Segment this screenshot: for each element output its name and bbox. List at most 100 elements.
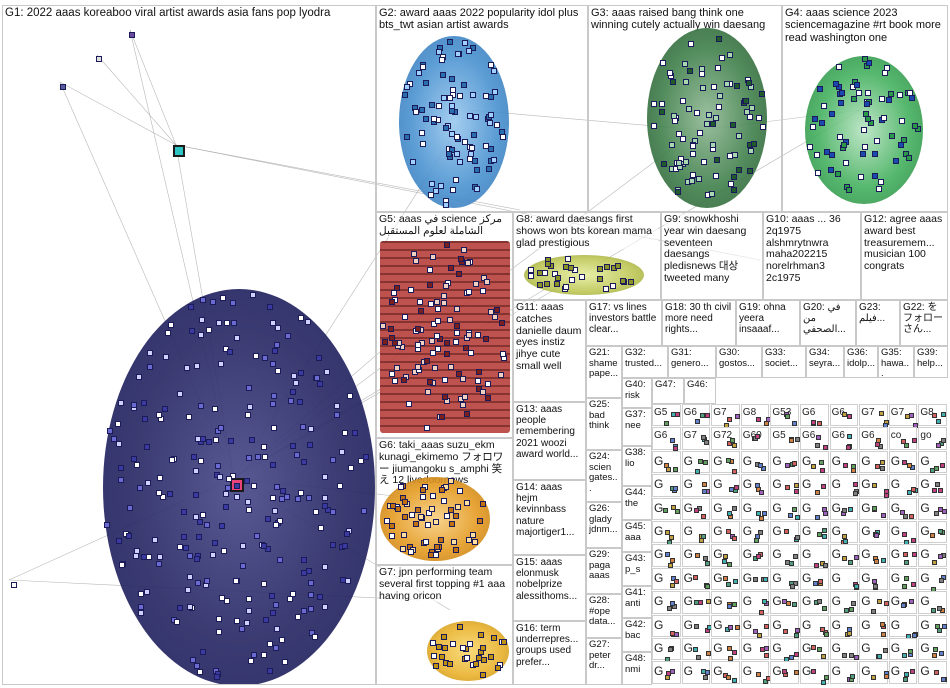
graph-node[interactable] xyxy=(322,564,328,570)
graph-node[interactable] xyxy=(138,591,144,597)
graph-node[interactable] xyxy=(398,484,404,490)
graph-node[interactable] xyxy=(751,141,757,147)
graph-node[interactable] xyxy=(415,342,421,348)
graph-node[interactable] xyxy=(271,393,277,399)
graph-node[interactable] xyxy=(213,437,219,443)
graph-node[interactable] xyxy=(706,112,712,118)
graph-node[interactable] xyxy=(794,670,799,675)
graph-node[interactable] xyxy=(391,290,397,296)
graph-node[interactable] xyxy=(402,499,408,505)
graph-node[interactable] xyxy=(471,132,477,138)
graph-node[interactable] xyxy=(858,174,864,180)
graph-node[interactable] xyxy=(454,306,460,312)
graph-node[interactable] xyxy=(330,542,336,548)
graph-node[interactable] xyxy=(910,669,915,674)
graph-node[interactable] xyxy=(187,553,193,559)
graph-node[interactable] xyxy=(833,81,839,87)
graph-node[interactable] xyxy=(453,339,459,345)
graph-node[interactable] xyxy=(795,437,800,442)
graph-node[interactable] xyxy=(785,414,790,419)
graph-node[interactable] xyxy=(411,251,417,257)
graph-node[interactable] xyxy=(814,152,820,158)
graph-node[interactable] xyxy=(488,146,494,152)
graph-node[interactable] xyxy=(444,351,450,357)
graph-node[interactable] xyxy=(457,488,463,494)
graph-node[interactable] xyxy=(313,509,319,515)
graph-node[interactable] xyxy=(884,65,890,71)
graph-node[interactable] xyxy=(439,654,445,660)
graph-node[interactable] xyxy=(439,414,445,420)
graph-node[interactable] xyxy=(792,602,797,607)
graph-node[interactable] xyxy=(932,488,937,493)
graph-node[interactable] xyxy=(807,144,813,150)
graph-node[interactable] xyxy=(212,406,218,412)
graph-node[interactable] xyxy=(819,460,824,465)
graph-node[interactable] xyxy=(475,378,481,384)
graph-node[interactable] xyxy=(290,443,296,449)
graph-node[interactable] xyxy=(874,533,879,538)
graph-node[interactable] xyxy=(246,455,252,461)
graph-node[interactable] xyxy=(478,632,484,638)
graph-node[interactable] xyxy=(138,604,144,610)
graph-node[interactable] xyxy=(297,399,303,405)
graph-node[interactable] xyxy=(732,443,737,448)
graph-node[interactable] xyxy=(495,665,501,671)
graph-node[interactable] xyxy=(322,604,328,610)
graph-node[interactable] xyxy=(901,603,906,608)
graph-node[interactable] xyxy=(871,675,876,680)
graph-node[interactable] xyxy=(181,509,187,515)
graph-node[interactable] xyxy=(474,167,480,173)
graph-node[interactable] xyxy=(279,637,285,643)
graph-node[interactable] xyxy=(669,142,675,148)
graph-node[interactable] xyxy=(458,256,464,262)
graph-node[interactable] xyxy=(743,98,749,104)
graph-node[interactable] xyxy=(174,619,180,625)
graph-node[interactable] xyxy=(301,459,307,465)
graph-node[interactable] xyxy=(865,116,871,122)
graph-node[interactable] xyxy=(875,442,880,447)
graph-node[interactable] xyxy=(881,632,886,637)
graph-node[interactable] xyxy=(420,494,426,500)
graph-node[interactable] xyxy=(272,348,278,354)
graph-node[interactable] xyxy=(118,400,124,406)
graph-node[interactable] xyxy=(829,111,835,117)
graph-node[interactable] xyxy=(785,463,790,468)
graph-node[interactable] xyxy=(942,509,947,514)
graph-node[interactable] xyxy=(165,330,171,336)
graph-node[interactable] xyxy=(933,647,938,652)
graph-node[interactable] xyxy=(542,270,548,276)
graph-node[interactable] xyxy=(467,641,473,647)
graph-node[interactable] xyxy=(911,582,916,587)
graph-node[interactable] xyxy=(911,538,916,543)
graph-node[interactable] xyxy=(746,80,752,86)
graph-node[interactable] xyxy=(218,425,224,431)
graph-node[interactable] xyxy=(794,483,799,488)
graph-node[interactable] xyxy=(651,123,657,129)
graph-node[interactable] xyxy=(308,580,314,586)
graph-node[interactable] xyxy=(231,320,237,326)
graph-node[interactable] xyxy=(499,129,505,135)
graph-node[interactable] xyxy=(162,406,168,412)
graph-node[interactable] xyxy=(579,274,585,280)
graph-node[interactable] xyxy=(230,300,236,306)
graph-node[interactable] xyxy=(224,598,230,604)
graph-node[interactable] xyxy=(280,488,286,494)
graph-node[interactable] xyxy=(724,81,730,87)
graph-node[interactable] xyxy=(848,560,853,565)
graph-node[interactable] xyxy=(273,522,279,528)
graph-node[interactable] xyxy=(446,151,452,157)
graph-node[interactable] xyxy=(726,529,731,534)
graph-node[interactable] xyxy=(904,560,909,565)
graph-node[interactable] xyxy=(936,419,941,424)
graph-node[interactable] xyxy=(936,443,941,448)
graph-node[interactable] xyxy=(206,327,212,333)
graph-node[interactable] xyxy=(849,653,854,658)
graph-node[interactable] xyxy=(615,263,621,269)
graph-node[interactable] xyxy=(443,283,449,289)
graph-node[interactable] xyxy=(147,364,153,370)
graph-node[interactable] xyxy=(843,160,849,166)
graph-node[interactable] xyxy=(898,142,904,148)
graph-node[interactable] xyxy=(711,84,717,90)
graph-node[interactable] xyxy=(147,350,153,356)
graph-node[interactable] xyxy=(210,299,216,305)
